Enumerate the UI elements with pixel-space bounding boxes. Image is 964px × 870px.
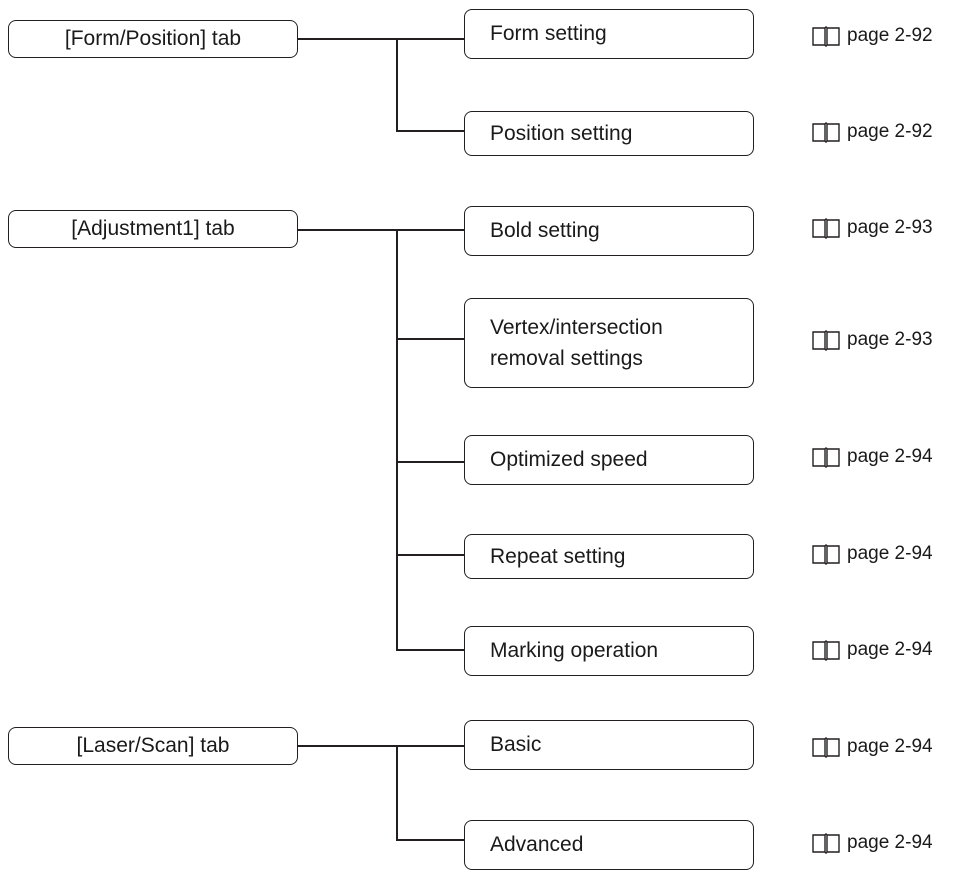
connector-line bbox=[396, 338, 465, 340]
setting-label-line-2: removal settings bbox=[490, 347, 643, 370]
tab-label: [Laser/Scan] tab bbox=[76, 734, 230, 757]
tab-adjustment1: [Adjustment1] tab bbox=[8, 210, 298, 248]
page-ref-text: page 2-94 bbox=[847, 832, 933, 853]
page-ref-text: page 2-94 bbox=[847, 543, 933, 564]
setting-vertex-intersection: Vertex/intersection removal settings bbox=[464, 298, 754, 388]
connector-line bbox=[298, 229, 465, 231]
setting-form: Form setting bbox=[464, 9, 754, 59]
tab-form-position: [Form/Position] tab bbox=[8, 20, 298, 58]
page-reference: page 2-92 bbox=[811, 22, 933, 50]
connector-line bbox=[298, 38, 465, 40]
page-reference: page 2-94 bbox=[811, 733, 933, 761]
page-reference: page 2-93 bbox=[811, 326, 933, 354]
setting-marking-operation: Marking operation bbox=[464, 626, 754, 676]
setting-position: Position setting bbox=[464, 111, 754, 156]
setting-label-line-1: Vertex/intersection bbox=[490, 316, 663, 339]
connector-line bbox=[396, 38, 398, 131]
connector-line bbox=[396, 130, 465, 132]
tab-label: [Form/Position] tab bbox=[64, 27, 242, 50]
connector-line bbox=[396, 649, 465, 651]
tab-laser-scan: [Laser/Scan] tab bbox=[8, 727, 298, 765]
connector-line bbox=[396, 745, 398, 840]
page-reference: page 2-94 bbox=[811, 540, 933, 568]
book-icon bbox=[812, 447, 840, 468]
page-ref-text: page 2-93 bbox=[847, 217, 933, 238]
setting-basic: Basic bbox=[464, 720, 754, 770]
page-ref-text: page 2-92 bbox=[847, 25, 933, 46]
setting-label: Form setting bbox=[490, 22, 607, 45]
setting-label: Basic bbox=[490, 733, 542, 756]
page-ref-text: page 2-92 bbox=[847, 121, 933, 142]
page-reference: page 2-94 bbox=[811, 636, 933, 664]
connector-line bbox=[396, 461, 465, 463]
book-icon bbox=[812, 218, 840, 239]
connector-line bbox=[396, 229, 398, 650]
book-icon bbox=[812, 737, 840, 758]
page-ref-text: page 2-94 bbox=[847, 446, 933, 467]
setting-advanced: Advanced bbox=[464, 820, 754, 870]
setting-label: Optimized speed bbox=[490, 448, 648, 471]
book-icon bbox=[812, 122, 840, 143]
setting-label: Advanced bbox=[490, 833, 584, 856]
connector-line bbox=[298, 745, 465, 747]
page-reference: page 2-92 bbox=[811, 118, 933, 146]
setting-label: Marking operation bbox=[490, 639, 659, 662]
book-icon bbox=[812, 640, 840, 661]
page-reference: page 2-94 bbox=[811, 829, 933, 857]
book-icon bbox=[812, 833, 840, 854]
connector-line bbox=[396, 839, 465, 841]
page-reference: page 2-94 bbox=[811, 443, 933, 471]
setting-label: Position setting bbox=[490, 121, 633, 145]
page-reference: page 2-93 bbox=[811, 214, 933, 242]
tab-label: [Adjustment1] tab bbox=[71, 217, 235, 240]
setting-label: Bold setting bbox=[490, 219, 600, 242]
page-ref-text: page 2-94 bbox=[847, 736, 933, 757]
setting-bold: Bold setting bbox=[464, 206, 754, 256]
setting-label: Repeat setting bbox=[490, 544, 626, 568]
book-icon bbox=[812, 330, 840, 351]
page-ref-text: page 2-94 bbox=[847, 639, 933, 660]
setting-repeat: Repeat setting bbox=[464, 534, 754, 579]
book-icon bbox=[812, 544, 840, 565]
connector-line bbox=[396, 554, 465, 556]
setting-optimized-speed: Optimized speed bbox=[464, 435, 754, 485]
page-ref-text: page 2-93 bbox=[847, 329, 933, 350]
book-icon bbox=[812, 26, 840, 47]
